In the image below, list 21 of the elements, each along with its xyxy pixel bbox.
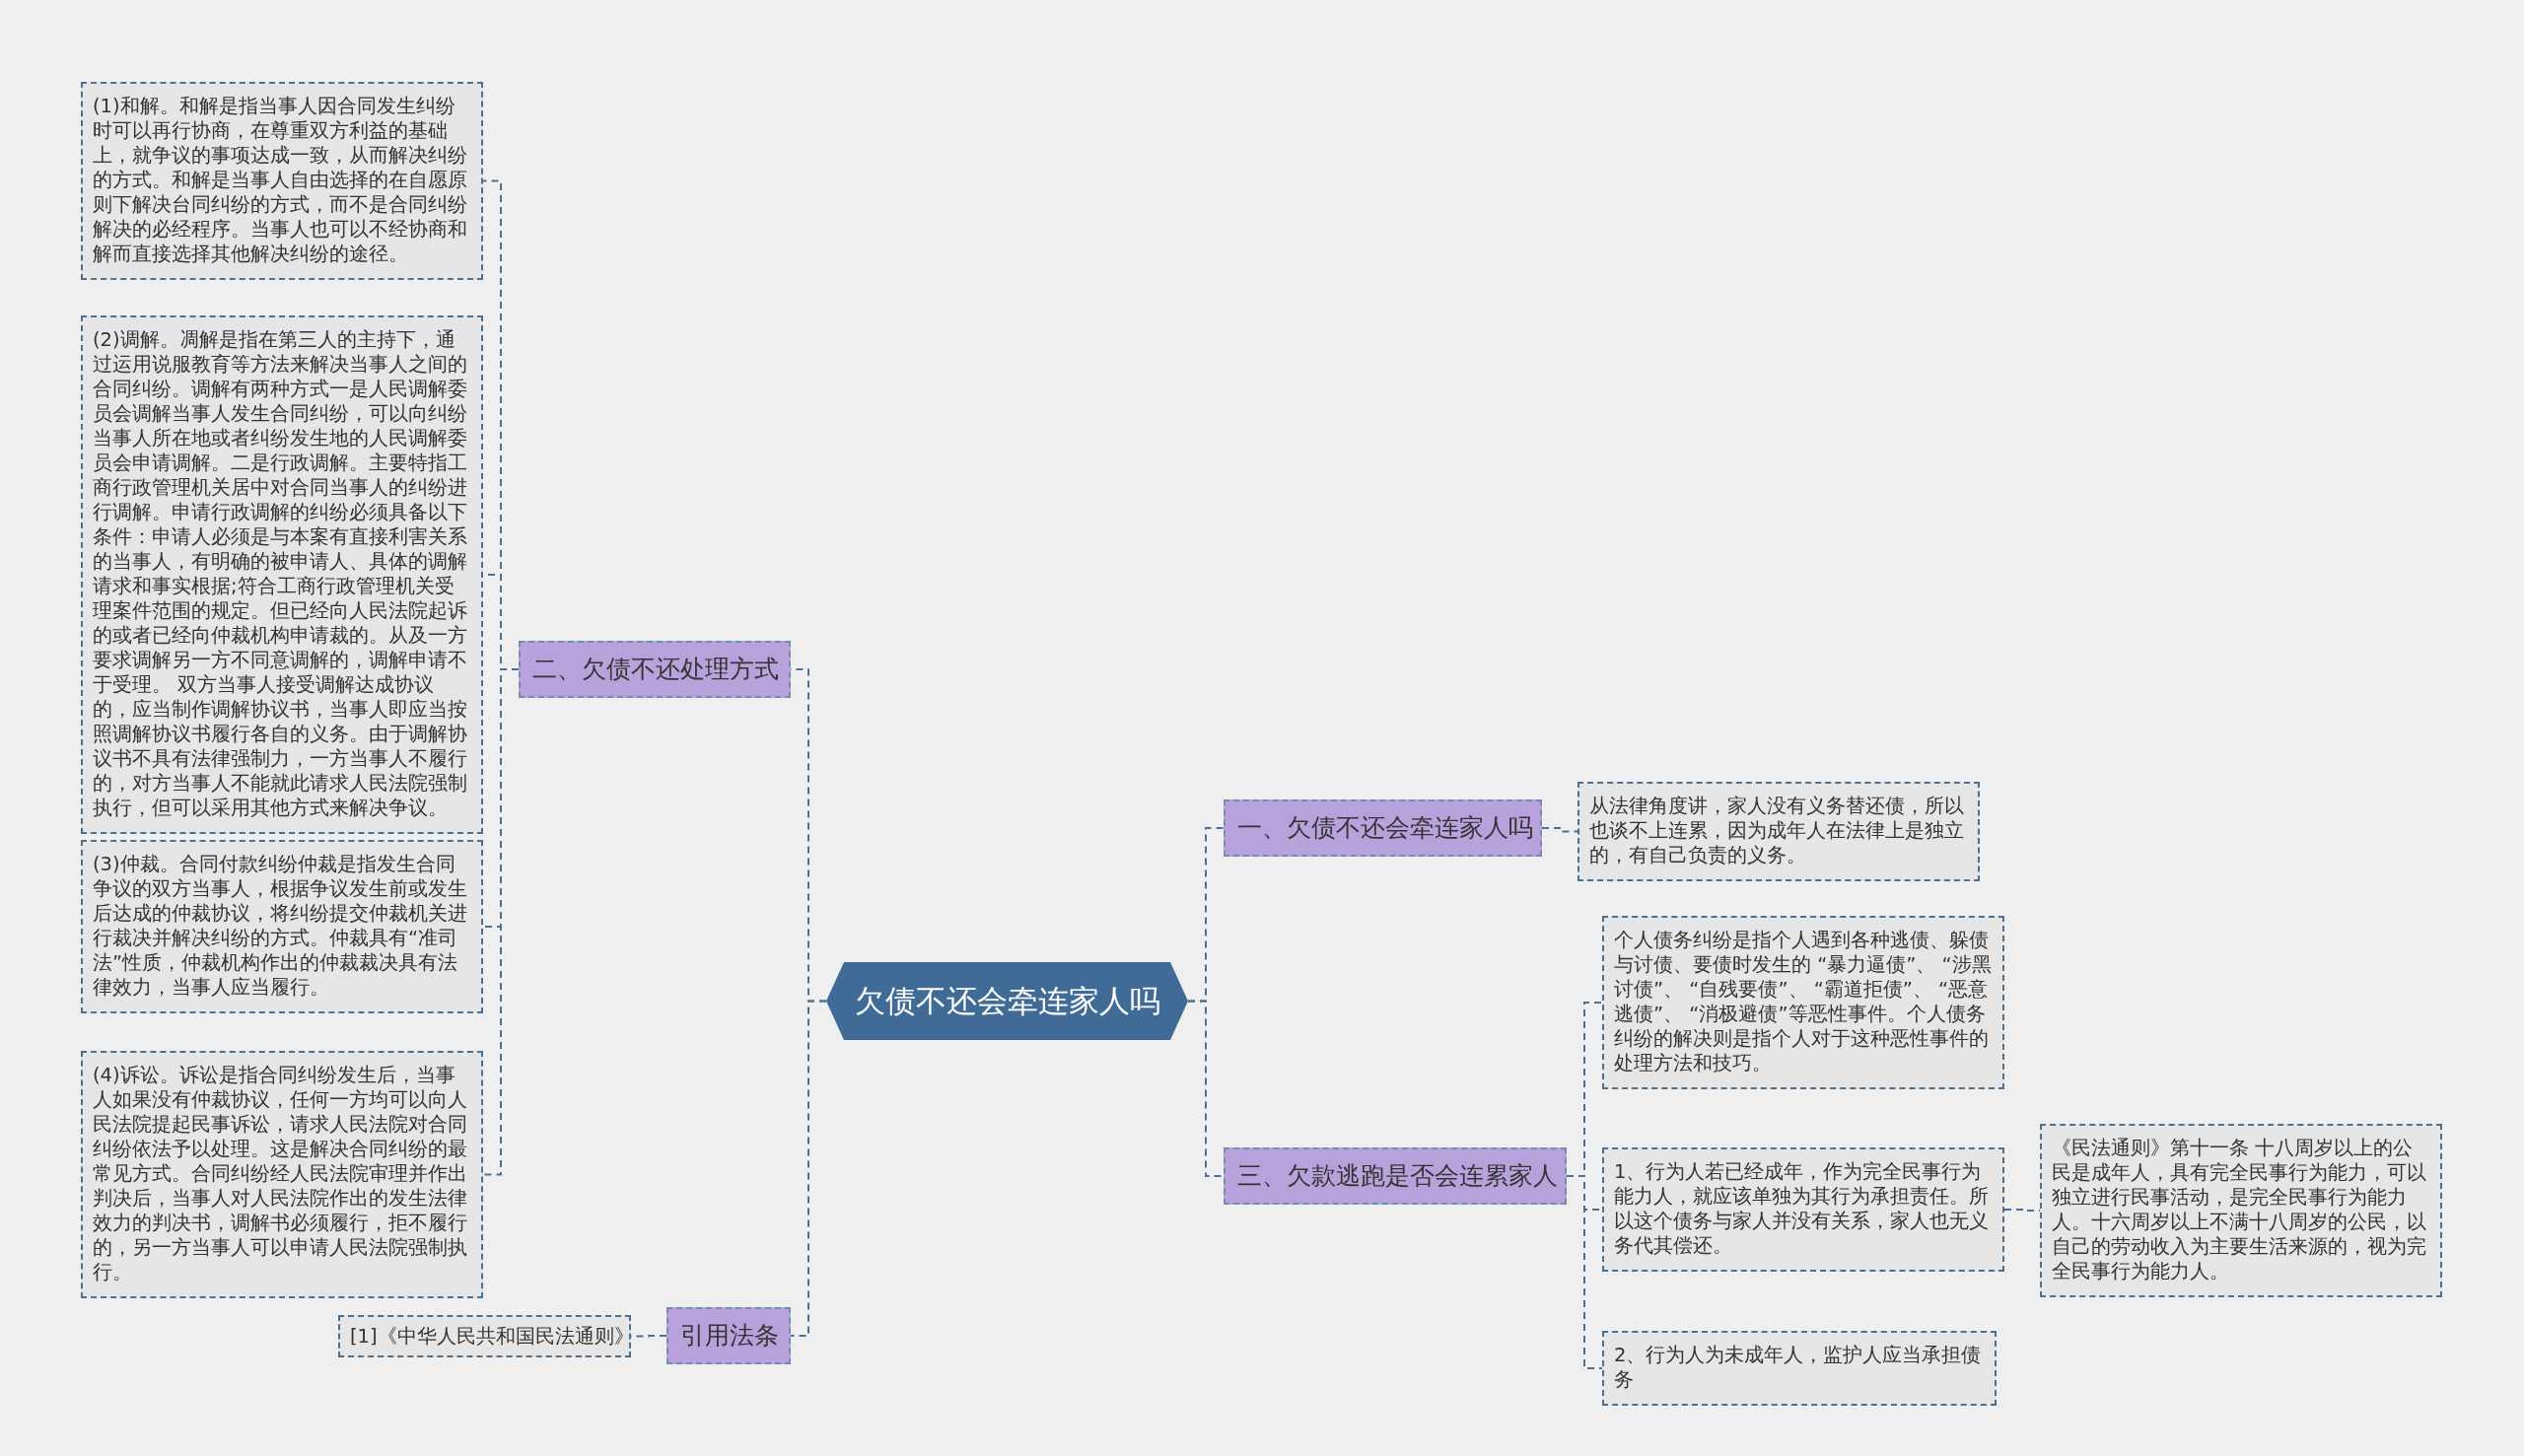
- note-box: (4)诉讼。诉讼是指合同纠纷发生后，当事人如果没有仲裁协议，任何一方均可以向人民法院提起民事诉讼，请求人民法院对合同纠纷依法予以处理。这是解决合同纠纷的最常见方式。合同纠纷经人民法院审理并作出判决后，当事人对人民法院作出的发生法律效力的判决书，调解书必须履行，拒不履行的，另一方当事人可以申请人民法院强制执行。: [81, 1051, 483, 1298]
- note-box: (3)仲裁。合同付款纠纷仲裁是指发生合同争议的双方当事人，根据争议发生前或发生后达成的仲裁协议，将纠纷提交仲裁机关进行裁决并解决纠纷的方式。仲裁具有“准司法”性质，仲裁机构作出的仲裁裁决具有法律效力，当事人应当履行。: [81, 840, 483, 1013]
- connector-line: [630, 1335, 667, 1338]
- note-box: 《民法通则》第十一条 十八周岁以上的公民是成年人，具有完全民事行为能力，可以独立进行民事活动，是完全民事行为能力人。十六周岁以上不满十八周岁的公民，以自己的劳动收入为主要生活来源的，视为完全民事行为能力人。: [2040, 1124, 2442, 1297]
- connector-line: [2003, 1209, 2041, 1212]
- note-box: 从法律角度讲，家人没有义务替还债，所以也谈不上连累，因为成年人在法律上是独立的，有自己负责的义务。: [1578, 782, 1980, 881]
- topic-box: 二、欠债不还处理方式: [519, 641, 791, 698]
- connector-line: [1541, 827, 1578, 833]
- central-topic: 欠债不还会牵连家人吗: [826, 962, 1188, 1040]
- note-box: 1、行为人若已经成年，作为完全民事行为能力人，就应该单独为其行为承担责任。所以这个债务与家人并没有关系，家人也无义务代其偿还。: [1602, 1147, 2004, 1272]
- note-box: 个人债务纠纷是指个人遇到各种逃债、躲债与讨债、要债时发生的 “暴力逼债”、 “涉黑讨债”、 “自残要债”、 “霸道拒债”、 “恶意逃债”、 “消极避债”等恶性事件。个人债务纠纷的解决则是指个人对于这种恶性事件的处理方法和技巧。: [1602, 916, 2004, 1089]
- reference-box: [1]《中华人民共和国民法通则》: [338, 1315, 631, 1357]
- note-box: 2、行为人为未成年人，监护人应当承担债务: [1602, 1331, 1997, 1406]
- topic-box: 一、欠债不还会牵连家人吗: [1224, 799, 1542, 857]
- connector-line: [790, 1000, 827, 1337]
- topic-box: 三、欠款逃跑是否会连累家人: [1224, 1147, 1567, 1205]
- connector-line: [1566, 1175, 1603, 1369]
- note-box: (1)和解。和解是指当事人因合同发生纠纷时可以再行协商，在尊重双方利益的基础上，就争议的事项达成一致，从而解决纠纷的方式。和解是当事人自由选择的在自愿原则下解决台同纠纷的方式，而不是合同纠纷解决的必经程序。当事人也可以不经协商和解而直接选择其他解决纠纷的途径。: [81, 82, 483, 280]
- note-box: (2)调解。凋解是指在第三人的主持下，通过运用说服教育等方法来解决当事人之间的合同纠纷。调解有两种方式一是人民调解委员会调解当事人发生合同纠纷，可以向纠纷当事人所在地或者纠纷发生地的人民调解委员会申请调解。二是行政调解。主要特指工商行政管理机关居中对合同当事人的纠纷进行调解。申请行政调解的纠纷必须具备以下条件：申请人必须是与本案有直接利害关系的当事人，有明确的被申请人、具体的调解请求和事实根据;符合工商行政管理机关受理案件范围的规定。但已经向人民法院起诉的或者已经向仲裁机构申请裁的。从及一方要求调解另一方不同意调解的，调解申请不于受理。 双方当事人接受调解达成协议的，应当制作调解协议书，当事人即应当按照调解协议书履行各自的义务。由于调解协议书不具有法律强制力，一方当事人不履行的，对方当事人不能就此请求人民法院强制执行，但可以采用其他方式来解决争议。: [81, 315, 483, 834]
- connector-line: [1187, 1000, 1225, 1177]
- topic-box: 引用法条: [666, 1307, 791, 1364]
